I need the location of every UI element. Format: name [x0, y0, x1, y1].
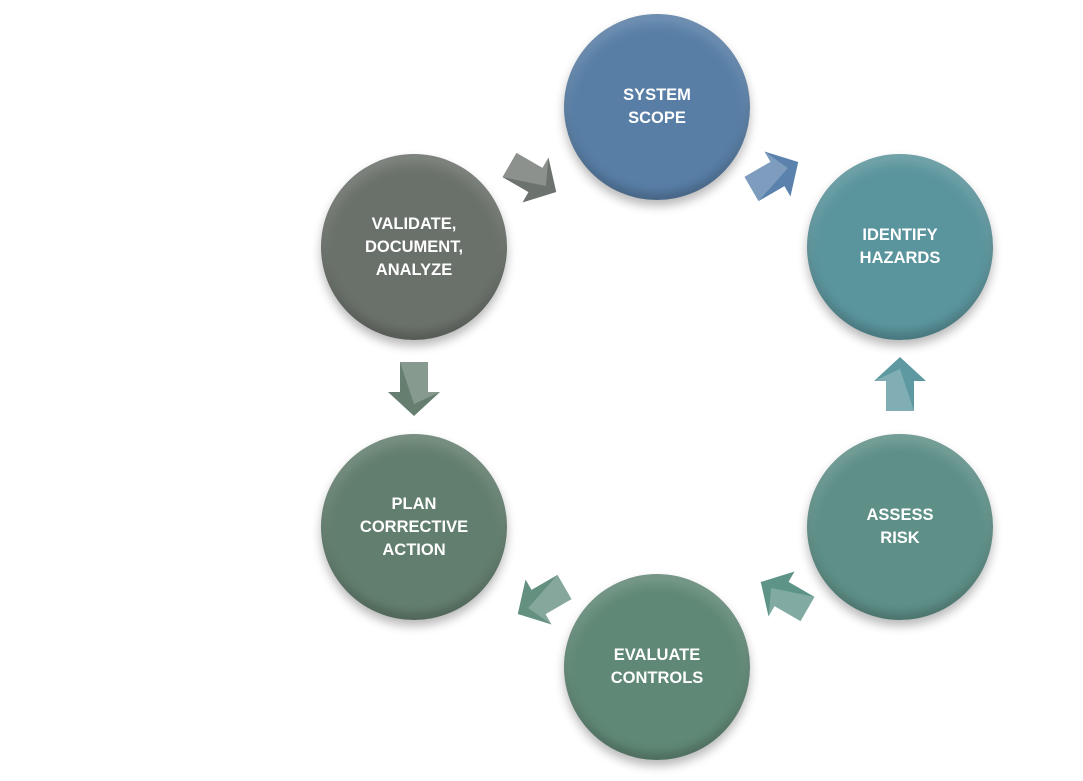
- step-label: SYSTEM SCOPE: [623, 86, 691, 127]
- step-assess-risk: ASSESS RISK: [807, 434, 993, 620]
- step-system-scope: SYSTEM SCOPE: [564, 14, 750, 200]
- arrow-right-icon: [744, 151, 799, 202]
- step-label: IDENTIFY HAZARDS: [859, 226, 941, 267]
- arrow-up-icon: [388, 362, 440, 416]
- step-label: PLAN CORRECTIVE ACTION: [359, 494, 469, 559]
- step-validate-document-analyze: VALIDATE, DOCUMENT, ANALYZE: [321, 154, 507, 340]
- arrow-down-left-icon: [760, 571, 815, 622]
- step-evaluate-controls: EVALUATE CONTROLS: [564, 574, 750, 760]
- arrow-up-left-icon: [517, 574, 572, 625]
- step-label: ASSESS RISK: [866, 506, 934, 547]
- arrow-up-right-icon: [502, 152, 557, 203]
- step-plan-corrective-action: PLAN CORRECTIVE ACTION: [321, 434, 507, 620]
- step-identify-hazards: IDENTIFY HAZARDS: [807, 154, 993, 340]
- arrow-down-icon: [874, 357, 926, 411]
- step-label: VALIDATE, DOCUMENT, ANALYZE: [364, 214, 464, 279]
- step-label: EVALUATE CONTROLS: [610, 646, 704, 687]
